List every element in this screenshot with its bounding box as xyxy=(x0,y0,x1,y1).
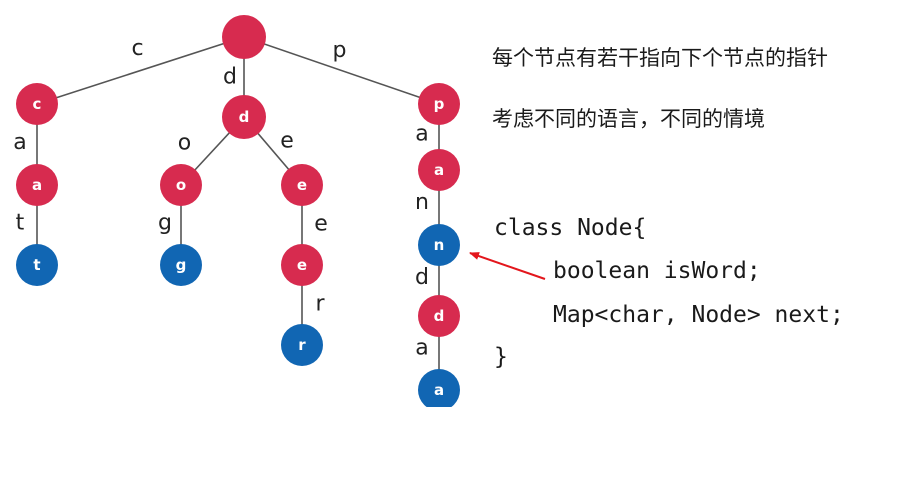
node-circle xyxy=(160,164,202,206)
node-circle xyxy=(222,15,266,59)
trie-node-pand: d xyxy=(418,295,460,337)
edge-label-root-p: p xyxy=(333,38,347,63)
edge-label-pa-pan: n xyxy=(415,190,429,215)
trie-node-cat: t xyxy=(16,244,58,286)
note-pointers: 每个节点有若干指向下个节点的指针 xyxy=(492,46,828,70)
edge-label-de-dee: e xyxy=(314,212,328,237)
note-languages: 考虑不同的语言，不同的情境 xyxy=(492,107,765,131)
node-label: r xyxy=(298,336,306,354)
trie-edge-root-p xyxy=(243,36,440,105)
node-label: g xyxy=(176,256,187,274)
trie-node-p: p xyxy=(418,83,460,125)
edge-label-pan-pand: d xyxy=(415,265,429,290)
node-circle xyxy=(16,164,58,206)
node-circle xyxy=(16,83,58,125)
trie-edge-root-c xyxy=(36,36,245,105)
word-end-node-circle xyxy=(418,224,460,266)
node-label: p xyxy=(434,95,445,113)
edge-label-p-pa: a xyxy=(415,122,428,147)
word-end-node-circle xyxy=(16,244,58,286)
code-line-class: class Node{ xyxy=(494,215,647,241)
node-label: d xyxy=(434,307,445,325)
edge-label-pand-panda: a xyxy=(415,336,428,361)
trie-node-pan: n xyxy=(418,224,460,266)
edge-label-d-do: o xyxy=(178,131,191,156)
node-label: t xyxy=(33,256,40,274)
code-line-next: Map<char, Node> next; xyxy=(553,302,844,328)
node-label: c xyxy=(33,95,42,113)
word-end-node-circle xyxy=(160,244,202,286)
node-label: a xyxy=(434,381,444,399)
edge-label-ca-cat: t xyxy=(16,211,25,236)
node-circle xyxy=(281,244,323,286)
trie-node-deer: r xyxy=(281,324,323,366)
edge-label-do-dog: g xyxy=(158,211,172,236)
node-label: d xyxy=(239,108,250,126)
node-circle xyxy=(418,83,460,125)
code-line-close: } xyxy=(494,344,508,370)
trie-node-ca: a xyxy=(16,164,58,206)
node-circle xyxy=(418,149,460,191)
node-label: o xyxy=(176,176,186,194)
trie-node-do: o xyxy=(160,164,202,206)
trie-node-pa: a xyxy=(418,149,460,191)
code-line-isword: boolean isWord; xyxy=(553,258,761,284)
edge-label-root-c: c xyxy=(131,36,143,61)
node-label: a xyxy=(434,161,444,179)
trie-node-d: d xyxy=(222,95,266,139)
word-end-node-circle xyxy=(418,369,460,407)
edge-label-root-d: d xyxy=(223,65,237,90)
trie-node-dog: g xyxy=(160,244,202,286)
trie-node-panda: a xyxy=(418,369,460,407)
edge-label-c-ca: a xyxy=(13,130,26,155)
trie-node-root xyxy=(222,15,266,59)
pointer-arrow xyxy=(469,252,546,280)
node-circle xyxy=(418,295,460,337)
node-circle xyxy=(281,164,323,206)
edge-label-d-de: e xyxy=(280,129,294,154)
node-label: n xyxy=(434,236,445,254)
node-label: a xyxy=(32,176,42,194)
edge-label-dee-deer: r xyxy=(315,292,325,317)
word-end-node-circle xyxy=(281,324,323,366)
node-label: e xyxy=(297,256,307,274)
trie-node-c: c xyxy=(16,83,58,125)
node-label: e xyxy=(297,176,307,194)
trie-node-dee: e xyxy=(281,244,323,286)
node-circle xyxy=(222,95,266,139)
trie-node-de: e xyxy=(281,164,323,206)
